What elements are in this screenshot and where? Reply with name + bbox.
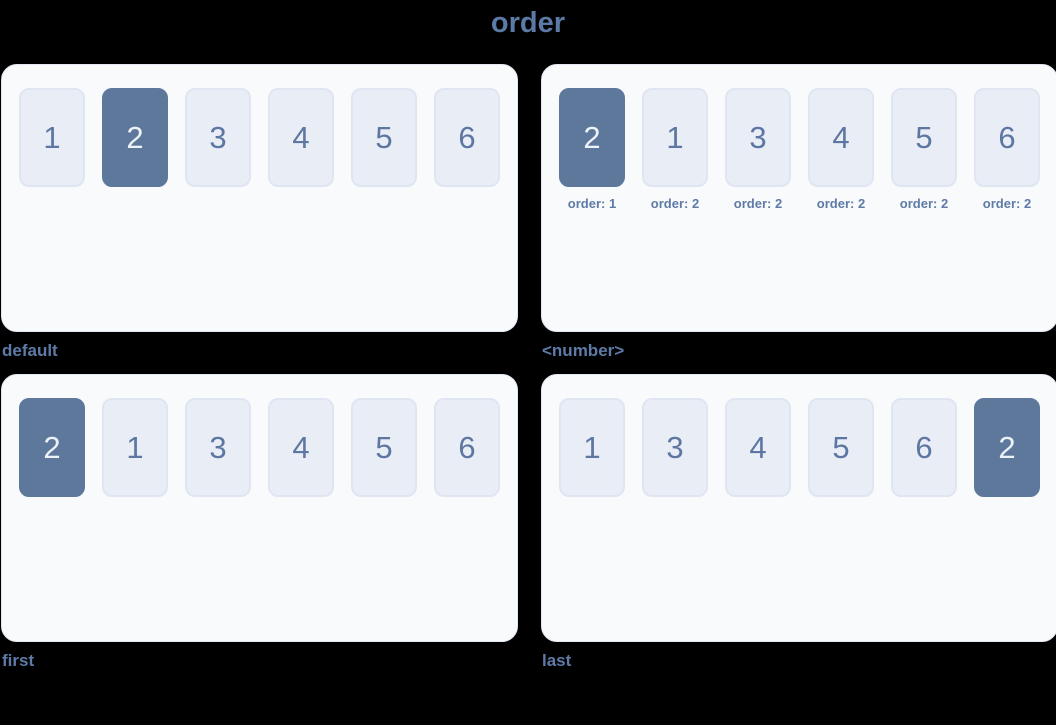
flex-item: 4: [268, 398, 334, 497]
flex-item-box: 5: [808, 398, 874, 497]
flex-item-box: 1: [19, 88, 85, 187]
flex-item-box: 3: [642, 398, 708, 497]
flex-item-box: 4: [725, 398, 791, 497]
flex-item-box: 3: [185, 398, 251, 497]
flex-item: 6 order: 2: [974, 88, 1040, 211]
flex-item: 1: [559, 398, 625, 497]
flex-container-demo: 2 order: 1 1 order: 2 3 order: 2 4 order…: [541, 64, 1056, 332]
order-label: order: 2: [899, 196, 949, 211]
demo-cell: 1 2 3 4 5 6 default: [1, 64, 518, 374]
flex-item: 2 order: 1: [559, 88, 625, 211]
flex-item-box: 6: [974, 88, 1040, 187]
flex-item-box: 3: [725, 88, 791, 187]
flex-item-box: 1: [642, 88, 708, 187]
flex-item: 3: [185, 88, 251, 187]
flex-item-box: 6: [434, 398, 500, 497]
flex-item: 6: [434, 88, 500, 187]
flex-item: 6: [434, 398, 500, 497]
panel-caption: last: [542, 651, 572, 670]
flex-item: 3: [185, 398, 251, 497]
flex-container-demo: 1 2 3 4 5 6: [1, 64, 518, 332]
flex-item: 5: [808, 398, 874, 497]
panel-caption: <number>: [542, 341, 625, 360]
flex-container-demo: 2 1 3 4 5 6: [1, 374, 518, 642]
flex-item-box: 2: [102, 88, 168, 187]
order-label: order: 2: [816, 196, 866, 211]
order-label: order: 1: [567, 196, 617, 211]
order-label: order: 2: [733, 196, 783, 211]
flex-item-box: 1: [102, 398, 168, 497]
demo-cell: 2 1 3 4 5 6 first: [1, 374, 518, 684]
flex-item-box: 2: [559, 88, 625, 187]
flex-item: 4: [725, 398, 791, 497]
flex-item-box: 4: [268, 88, 334, 187]
flex-item: 5 order: 2: [891, 88, 957, 211]
flex-item: 5: [351, 398, 417, 497]
flex-item-box: 6: [891, 398, 957, 497]
flex-item: 4 order: 2: [808, 88, 874, 211]
flex-item: 1 order: 2: [642, 88, 708, 211]
flex-item-box: 1: [559, 398, 625, 497]
panel-caption: default: [2, 341, 58, 360]
flex-container-demo: 1 3 4 5 6 2: [541, 374, 1056, 642]
flex-item-box: 3: [185, 88, 251, 187]
page-title: order: [490, 7, 566, 39]
flex-item: 2: [19, 398, 85, 497]
demo-cell: 1 3 4 5 6 2 last: [541, 374, 1056, 684]
flex-item: 6: [891, 398, 957, 497]
flex-item: 5: [351, 88, 417, 187]
flex-item: 1: [102, 398, 168, 497]
order-label: order: 2: [650, 196, 700, 211]
flex-item: 3 order: 2: [725, 88, 791, 211]
flex-item: 3: [642, 398, 708, 497]
flex-item-box: 2: [974, 398, 1040, 497]
flex-item: 4: [268, 88, 334, 187]
flex-item: 2: [102, 88, 168, 187]
flex-item: 1: [19, 88, 85, 187]
flex-item: 2: [974, 398, 1040, 497]
flex-item-box: 5: [351, 398, 417, 497]
panels-grid: 1 2 3 4 5 6 default: [1, 64, 1056, 684]
flex-item-box: 4: [808, 88, 874, 187]
flex-item-box: 5: [891, 88, 957, 187]
flex-item-box: 6: [434, 88, 500, 187]
flex-item-box: 5: [351, 88, 417, 187]
panel-caption: first: [2, 651, 35, 670]
flex-item-box: 4: [268, 398, 334, 497]
order-label: order: 2: [982, 196, 1032, 211]
flex-item-box: 2: [19, 398, 85, 497]
demo-cell: 2 order: 1 1 order: 2 3 order: 2 4 order…: [541, 64, 1056, 374]
